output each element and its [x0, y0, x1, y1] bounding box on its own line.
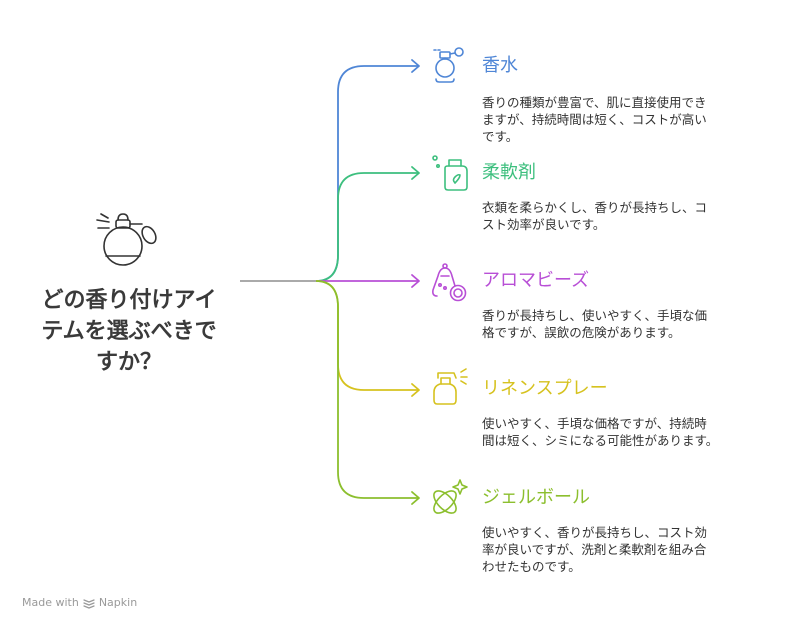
perfume-bottle-icon	[433, 47, 464, 83]
central-question: どの香り付けアイ テムを選ぶべきで すか？	[18, 285, 240, 378]
option-title-softener: 柔軟剤	[482, 162, 536, 183]
option-title-gel-ball: ジェルボール	[482, 487, 590, 508]
branch-0-arrow	[411, 59, 420, 73]
spray-bottle-icon	[433, 368, 468, 405]
desc-line: 格ですが、誤飲の危険があります。	[482, 325, 681, 340]
desc-line: 使いやすく、手頃な価格ですが、持続時	[482, 416, 707, 431]
aroma-beads-icon	[432, 263, 467, 302]
option-desc-perfume: 香りの種類が豊富で、肌に直接使用でき ますが、持続時間は短く、コストが高い です…	[482, 94, 772, 145]
option-desc-aroma-beads: 香りが長持ちし、使いやすく、手頃な価 格ですが、誤飲の危険があります。	[482, 307, 772, 341]
option-desc-softener: 衣類を柔らかくし、香りが長持ちし、コ スト効率が良いです。	[482, 199, 772, 233]
central-title-line: テムを選ぶべきで	[41, 319, 217, 344]
desc-line: 衣類を柔らかくし、香りが長持ちし、コ	[482, 200, 708, 215]
footer-brand: Napkin	[98, 596, 138, 609]
option-desc-linen-spray: 使いやすく、手頃な価格ですが、持続時 間は短く、シミになる可能性があります。	[482, 415, 772, 449]
branch-1	[315, 172, 418, 282]
desc-line: ますが、持続時間は短く、コストが高い	[482, 112, 707, 127]
branch-1-arrow	[411, 166, 420, 180]
option-title-aroma-beads: アロマビーズ	[482, 270, 590, 291]
branch-4-arrow	[411, 491, 420, 505]
branch-2-arrow	[411, 274, 420, 288]
desc-line: 間は短く、シミになる可能性があります。	[482, 433, 719, 448]
option-desc-gel-ball: 使いやすく、香りが長持ちし、コスト効 率が良いですが、洗剤と柔軟剤を組み合 わせ…	[482, 524, 772, 575]
desc-line: 香りの種類が豊富で、肌に直接使用でき	[482, 95, 707, 110]
central-title-line: どの香り付けアイ	[41, 288, 217, 313]
footer-text: Made with	[22, 596, 79, 609]
desc-line: スト効率が良いです。	[482, 217, 606, 232]
central-title-line: すか？	[95, 350, 162, 375]
gel-ball-icon	[433, 479, 468, 514]
option-title-linen-spray: リネンスプレー	[482, 378, 608, 399]
desc-line: 率が良いですが、洗剤と柔軟剤を組み合	[482, 542, 707, 557]
central-perfume-icon	[96, 213, 157, 266]
branch-3	[315, 280, 418, 391]
branch-4	[315, 280, 418, 499]
napkin-logo-icon	[83, 598, 95, 609]
desc-line: 使いやすく、香りが長持ちし、コスト効	[482, 525, 708, 540]
desc-line: 香りが長持ちし、使いやすく、手頃な価	[482, 308, 708, 323]
branch-3-arrow	[411, 383, 420, 397]
desc-line: わせたものです。	[482, 559, 581, 574]
option-title-perfume: 香水	[482, 55, 518, 76]
footer-credit[interactable]: Made with Napkin	[22, 596, 137, 609]
detergent-bottle-icon	[432, 155, 468, 191]
desc-line: です。	[482, 129, 519, 144]
